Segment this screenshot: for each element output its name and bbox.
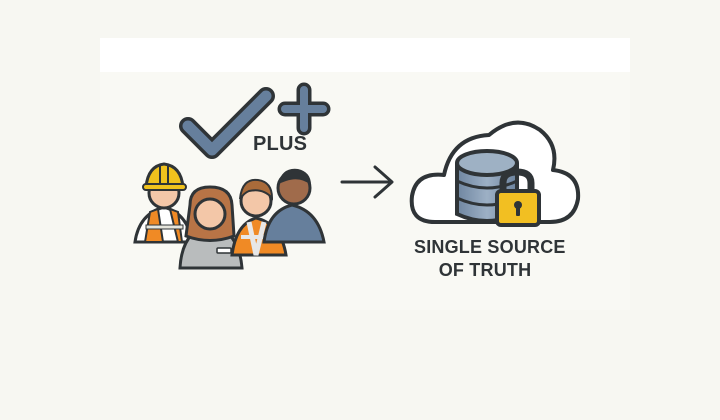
workers-team-icon (133, 162, 326, 270)
checkmark-icon (179, 87, 275, 159)
plus-label: PLUS (253, 133, 308, 155)
plus-icon (277, 82, 331, 136)
single-source-of-truth-label: SINGLE SOURCE OF TRUTH (414, 236, 566, 282)
top-white-band (100, 38, 630, 72)
right-arrow-icon (340, 165, 394, 199)
worker-back (262, 168, 326, 244)
single-source-line: SINGLE SOURCE (414, 237, 566, 257)
worker-left (133, 162, 194, 244)
of-truth-line: OF TRUTH (438, 260, 532, 280)
padlock-icon (495, 168, 541, 227)
